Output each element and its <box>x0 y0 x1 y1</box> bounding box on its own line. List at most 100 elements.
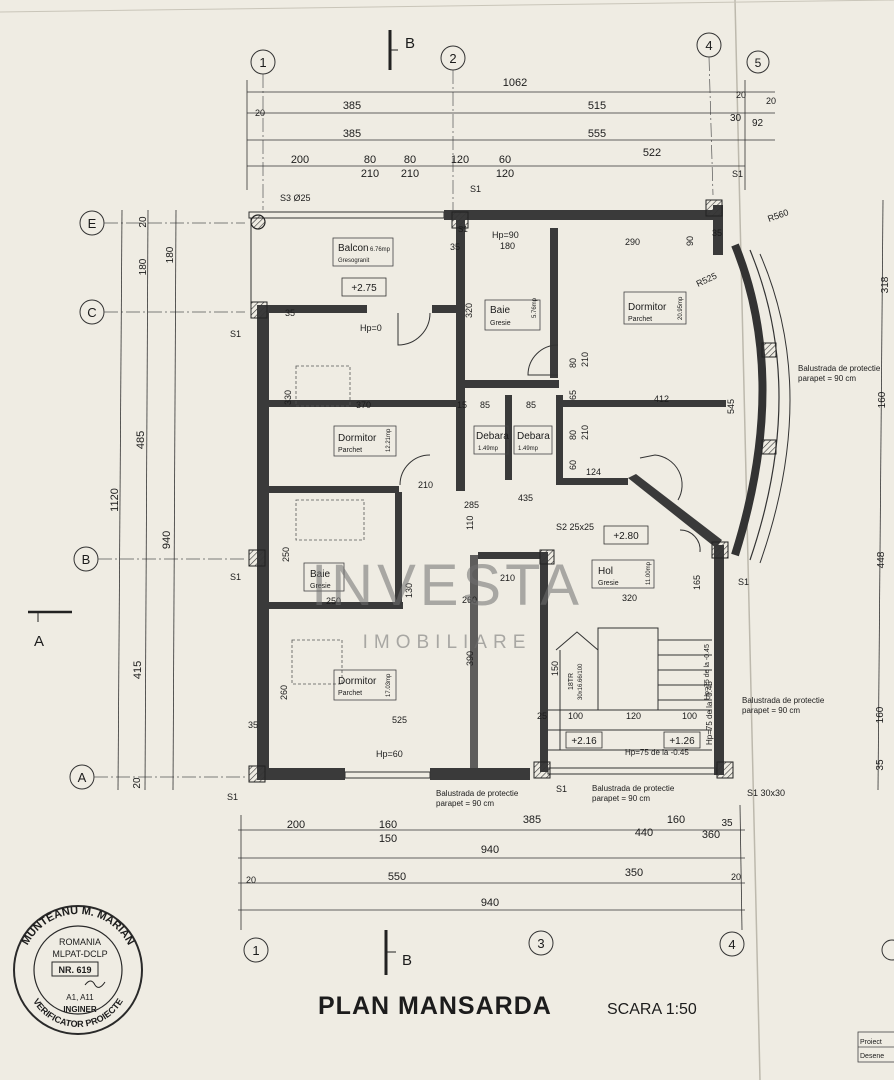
svg-text:550: 550 <box>388 871 406 883</box>
svg-text:35: 35 <box>712 228 722 238</box>
svg-text:110: 110 <box>465 516 475 530</box>
svg-text:150: 150 <box>550 661 560 676</box>
svg-text:80: 80 <box>364 154 376 166</box>
svg-text:35: 35 <box>450 242 460 252</box>
dimensions-left: 1120 940 20 180 485 415 20 180 <box>109 209 177 791</box>
svg-text:1.49mp: 1.49mp <box>478 446 499 452</box>
drawing-title: PLAN MANSARDA <box>318 992 552 1020</box>
svg-text:370: 370 <box>356 400 371 410</box>
svg-text:440: 440 <box>635 827 653 839</box>
svg-text:210: 210 <box>580 352 590 367</box>
svg-text:285: 285 <box>464 500 479 510</box>
svg-text:940: 940 <box>481 844 499 856</box>
svg-text:260: 260 <box>279 685 289 700</box>
svg-text:20.95mp: 20.95mp <box>678 296 684 320</box>
svg-text:210: 210 <box>401 168 419 180</box>
svg-text:B: B <box>82 552 91 567</box>
svg-text:200: 200 <box>291 154 309 166</box>
room-hol: Hol 11.00mp Gresie <box>591 559 655 589</box>
room-debara-2: Debara 1.49mp <box>513 425 553 455</box>
svg-text:120: 120 <box>626 711 641 721</box>
svg-text:330: 330 <box>283 390 293 405</box>
room-dormitor-large: Dormitor 20.95mp Parchet <box>623 291 687 325</box>
svg-text:Hp=75 de la -0.45: Hp=75 de la -0.45 <box>625 748 689 757</box>
svg-text:parapet = 90 cm: parapet = 90 cm <box>742 706 800 715</box>
svg-text:S3 Ø25: S3 Ø25 <box>280 193 311 203</box>
svg-text:415: 415 <box>132 661 144 679</box>
svg-text:Proiect: Proiect <box>860 1039 882 1046</box>
svg-text:30: 30 <box>730 113 742 124</box>
svg-text:20: 20 <box>731 872 741 882</box>
svg-text:A1, A11: A1, A11 <box>66 993 94 1002</box>
svg-text:5: 5 <box>755 56 762 70</box>
svg-text:S1: S1 <box>556 784 567 794</box>
svg-text:Hp=60: Hp=60 <box>376 749 403 759</box>
svg-text:parapet = 90 cm: parapet = 90 cm <box>592 794 650 803</box>
svg-text:35: 35 <box>875 759 886 771</box>
svg-text:S1: S1 <box>230 329 241 339</box>
svg-text:320: 320 <box>622 593 637 603</box>
svg-text:Balustrada de protectie: Balustrada de protectie <box>798 364 881 373</box>
svg-text:IMOBILIARE: IMOBILIARE <box>363 632 532 653</box>
svg-text:200: 200 <box>287 819 305 831</box>
svg-text:120: 120 <box>496 168 514 180</box>
room-baie-top: Baie 5.76mp Gresie <box>484 297 541 331</box>
section-mark-left: A <box>28 610 72 650</box>
svg-text:80: 80 <box>568 430 578 440</box>
svg-text:E: E <box>88 216 97 231</box>
svg-text:545: 545 <box>726 399 736 414</box>
svg-text:124: 124 <box>586 467 601 477</box>
svg-text:Gresie: Gresie <box>598 580 619 587</box>
svg-text:555: 555 <box>588 128 606 140</box>
svg-text:18TR: 18TR <box>568 673 575 690</box>
svg-text:318: 318 <box>880 276 891 293</box>
svg-text:Hp=75 de la -0.45: Hp=75 de la -0.45 <box>705 681 714 745</box>
column-labels: S3 Ø25 S1 S1 S1 S1 S2 25x25 S1 S1 S1 S1 … <box>227 169 785 802</box>
svg-text:A: A <box>78 770 87 785</box>
svg-text:Dormitor: Dormitor <box>338 433 377 444</box>
parapet-height-labels: Hp=0 Hp=90 Hp=60 Hp=75 de la -0.45 Hp=75… <box>360 230 714 759</box>
section-mark-top: B <box>388 30 415 70</box>
axis-markers-bottom: 1 3 4 <box>243 930 745 963</box>
svg-text:30x16.66/100: 30x16.66/100 <box>578 663 584 700</box>
svg-text:Gresie: Gresie <box>490 320 511 327</box>
svg-text:412: 412 <box>654 394 669 404</box>
svg-text:+2.80: +2.80 <box>613 531 639 542</box>
svg-text:320: 320 <box>464 303 474 318</box>
svg-text:165: 165 <box>692 575 702 590</box>
columns <box>248 199 777 783</box>
svg-text:385: 385 <box>343 128 361 140</box>
svg-text:Baie: Baie <box>490 305 510 316</box>
svg-text:85: 85 <box>526 400 536 410</box>
svg-text:1: 1 <box>252 943 259 958</box>
drawing-scale: SCARA 1:50 <box>607 1001 697 1018</box>
svg-text:20: 20 <box>246 875 256 885</box>
svg-text:S1: S1 <box>227 792 238 802</box>
svg-text:Parchet: Parchet <box>628 316 652 323</box>
svg-text:Parchet: Parchet <box>338 447 362 454</box>
svg-text:1062: 1062 <box>503 77 527 89</box>
svg-text:Hp=0: Hp=0 <box>360 323 382 333</box>
svg-text:A: A <box>34 633 44 650</box>
svg-text:260: 260 <box>462 595 477 605</box>
svg-text:S1 30x30: S1 30x30 <box>747 788 785 798</box>
svg-text:100: 100 <box>682 711 697 721</box>
svg-text:160: 160 <box>667 814 685 826</box>
svg-text:150: 150 <box>379 833 397 845</box>
svg-text:11.00mp: 11.00mp <box>646 561 652 585</box>
room-dormitor-1: Dormitor 12.21mp Parchet <box>333 425 397 457</box>
svg-text:80: 80 <box>568 358 578 368</box>
signature-scribble <box>84 980 106 988</box>
svg-text:92: 92 <box>752 118 764 129</box>
svg-text:2: 2 <box>449 51 456 66</box>
svg-text:+2.16: +2.16 <box>571 736 597 747</box>
svg-text:B: B <box>402 952 412 969</box>
svg-text:Hol: Hol <box>598 566 613 577</box>
svg-text:20: 20 <box>736 90 746 100</box>
svg-text:6.76mp: 6.76mp <box>370 247 391 253</box>
svg-text:Desene: Desene <box>860 1053 884 1060</box>
svg-text:S1: S1 <box>732 169 743 179</box>
svg-text:130: 130 <box>404 583 414 598</box>
svg-text:85: 85 <box>480 400 490 410</box>
svg-text:Debara: Debara <box>517 431 550 442</box>
